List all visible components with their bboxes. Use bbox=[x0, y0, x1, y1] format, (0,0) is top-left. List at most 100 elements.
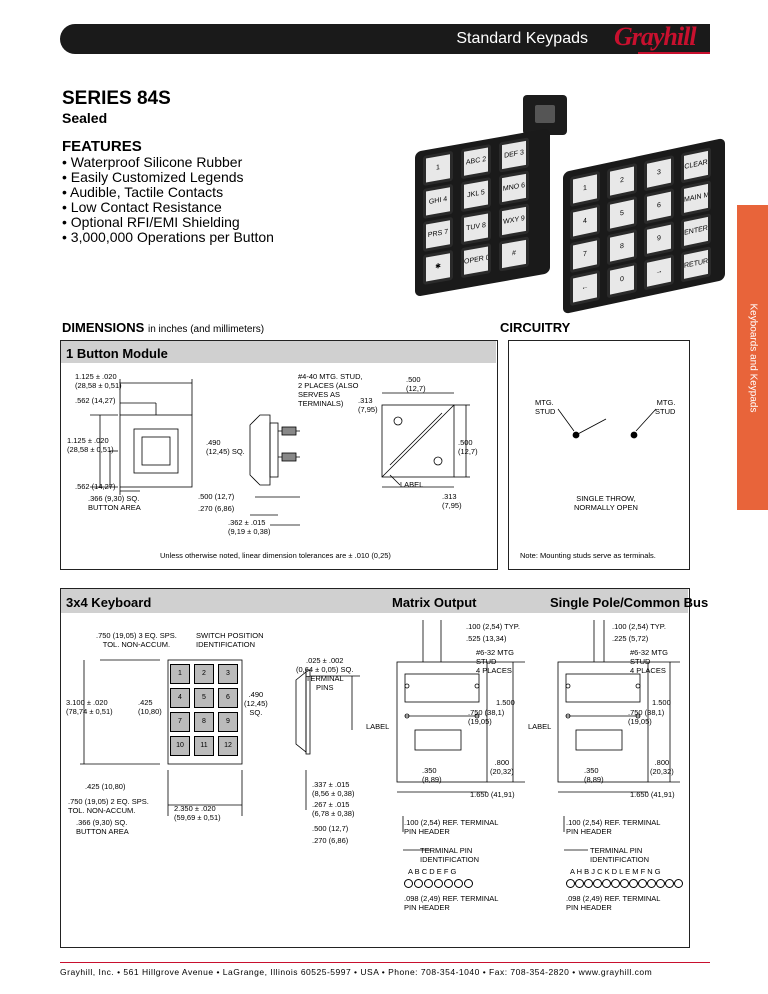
b-pins: A H B J C K D L E M F N G bbox=[570, 867, 661, 876]
b-800: .800 (20,32) bbox=[650, 758, 674, 776]
dim-490: .490 (12,45) SQ. bbox=[206, 438, 245, 456]
photo-key: → bbox=[644, 254, 674, 291]
feature-item: • Low Contact Resistance bbox=[62, 199, 222, 215]
footer-rule bbox=[60, 962, 710, 963]
terminal-pin bbox=[414, 879, 423, 888]
feature-item: • 3,000,000 Operations per Button bbox=[62, 229, 274, 245]
terminal-pin bbox=[424, 879, 433, 888]
dim-313b: .313 (7,95) bbox=[442, 492, 462, 510]
logo-underline bbox=[638, 52, 710, 54]
side-tab-label: Keyboards and Keypads bbox=[747, 303, 758, 412]
keyboard-key: 11 bbox=[194, 736, 214, 756]
m-350: .350 (8,89) bbox=[422, 766, 442, 784]
photo-key: 6 bbox=[644, 188, 674, 225]
header-bar bbox=[60, 24, 710, 54]
b-1500: 1.500 bbox=[652, 698, 671, 707]
b-350: .350 (8,89) bbox=[584, 766, 604, 784]
keyboard-key: 2 bbox=[194, 664, 214, 684]
photo-key: 3 bbox=[644, 155, 674, 192]
keyboard-key: 9 bbox=[218, 712, 238, 732]
circuit-desc: SINGLE THROW, NORMALLY OPEN bbox=[574, 494, 638, 512]
b-studs: #6-32 MTG STUD 4 PLACES bbox=[630, 648, 668, 675]
photo-key: 4 bbox=[570, 203, 600, 241]
kb-pins: .025 ± .002 (0,64 ± 0,05) SQ. TERMINAL P… bbox=[296, 656, 354, 692]
keyboard-key: 10 bbox=[170, 736, 190, 756]
terminal-pin bbox=[566, 879, 575, 888]
keyboard-key: 8 bbox=[194, 712, 214, 732]
terminal-pin bbox=[602, 879, 611, 888]
photo-key: RETURN bbox=[681, 246, 711, 283]
photo-key: DEF 3 bbox=[499, 137, 529, 173]
kb-490: .490 (12,45) SQ. bbox=[244, 690, 268, 717]
kb-height: 3.100 ± .020 (78,74 ± 0,51) bbox=[66, 698, 113, 716]
terminal-pin bbox=[629, 879, 638, 888]
kb-eq-sps: .750 (19,05) 3 EQ. SPS. TOL. NON-ACCUM. bbox=[96, 631, 177, 649]
photo-key: ABC 2 bbox=[461, 144, 491, 180]
circuit-diagram bbox=[557, 408, 657, 439]
b-225: .225 (5,72) bbox=[612, 634, 649, 643]
photo-key: 2 bbox=[607, 162, 637, 200]
photo-key: MNO 6 bbox=[499, 170, 529, 206]
circuitry-box bbox=[508, 340, 690, 570]
photo-key: ← bbox=[570, 269, 600, 307]
circuit-note: Note: Mounting studs serve as terminals. bbox=[520, 551, 656, 560]
photo-key: 1 bbox=[570, 170, 600, 208]
dim-362: .362 ± .015 (9,19 ± 0,38) bbox=[228, 518, 271, 536]
b-1650: 1.650 (41,91) bbox=[630, 790, 675, 799]
terminal-pin bbox=[611, 879, 620, 888]
m-ref2: .098 (2,49) REF. TERMINAL PIN HEADER bbox=[404, 894, 499, 912]
photo-key: WXY 9 bbox=[499, 203, 529, 239]
photo-key: ENTER bbox=[681, 213, 711, 250]
terminal-pin bbox=[454, 879, 463, 888]
dim-half2: .562 (14,27) bbox=[75, 482, 116, 491]
m-typ: .100 (2,54) TYP. bbox=[466, 622, 520, 631]
dim-500a: .500 (12,7) bbox=[406, 375, 426, 393]
feature-item: • Waterproof Silicone Rubber bbox=[62, 154, 243, 170]
keyboard-key: 7 bbox=[170, 712, 190, 732]
photo-key: 7 bbox=[570, 236, 600, 274]
dim-btn-area: .366 (9,30) SQ. BUTTON AREA bbox=[88, 494, 141, 512]
photo-key: GHI 4 bbox=[423, 183, 453, 220]
terminal-pin bbox=[620, 879, 629, 888]
footer-address: Grayhill, Inc. • 561 Hillgrove Avenue • … bbox=[60, 967, 653, 977]
kb-500: .500 (12,7) bbox=[312, 824, 349, 833]
module-drawing bbox=[90, 379, 470, 526]
header-title: Standard Keypads bbox=[456, 30, 588, 47]
m-1500: 1.500 bbox=[496, 698, 515, 707]
circuitry-heading: CIRCUITRY bbox=[500, 320, 571, 335]
keyboard-key: 6 bbox=[218, 688, 238, 708]
b-label: LABEL bbox=[528, 722, 552, 731]
kb-267: .267 ± .015 (6,78 ± 0,38) bbox=[312, 800, 355, 818]
terminal-pin bbox=[674, 879, 683, 888]
b-ident: TERMINAL PIN IDENTIFICATION bbox=[590, 846, 650, 864]
b-ref2: .098 (2,49) REF. TERMINAL PIN HEADER bbox=[566, 894, 661, 912]
keyboard-drawing bbox=[80, 659, 360, 816]
stud-left-label: MTG. STUD bbox=[535, 398, 556, 416]
b-750: .750 (38,1) (19,05) bbox=[628, 708, 665, 726]
terminal-pin bbox=[434, 879, 443, 888]
photo-key: 8 bbox=[607, 228, 637, 266]
keyboard-key: 4 bbox=[170, 688, 190, 708]
photo-key: PRS 7 bbox=[423, 216, 453, 253]
matrix-title: Matrix Output bbox=[392, 595, 477, 610]
dim-label: LABEL bbox=[400, 480, 424, 489]
stud-right-label: MTG. STUD bbox=[655, 398, 676, 416]
bus-title: Single Pole/Common Bus bbox=[550, 595, 709, 610]
dim-313a: .313 (7,95) bbox=[358, 396, 378, 414]
terminal-pin bbox=[584, 879, 593, 888]
terminal-pin bbox=[444, 879, 453, 888]
keyboard-key: 3 bbox=[218, 664, 238, 684]
keyboard-key: 1 bbox=[170, 664, 190, 684]
keyboard-key: 12 bbox=[218, 736, 238, 756]
dim-270: .270 (6,86) bbox=[198, 504, 235, 513]
tolerance-note: Unless otherwise noted, linear dimension… bbox=[160, 551, 391, 560]
dim-w1: 1.125 ± .020 (28,58 ± 0,51) bbox=[75, 372, 122, 390]
dimensions-heading: DIMENSIONS in inches (and millimeters) bbox=[62, 320, 265, 335]
dim-500b: .500 (12,7) bbox=[458, 438, 478, 456]
m-pins: A B C D E F G bbox=[408, 867, 457, 876]
terminal-pin bbox=[638, 879, 647, 888]
feature-item: • Easily Customized Legends bbox=[62, 169, 244, 185]
keyboard-title-bar bbox=[61, 589, 688, 613]
